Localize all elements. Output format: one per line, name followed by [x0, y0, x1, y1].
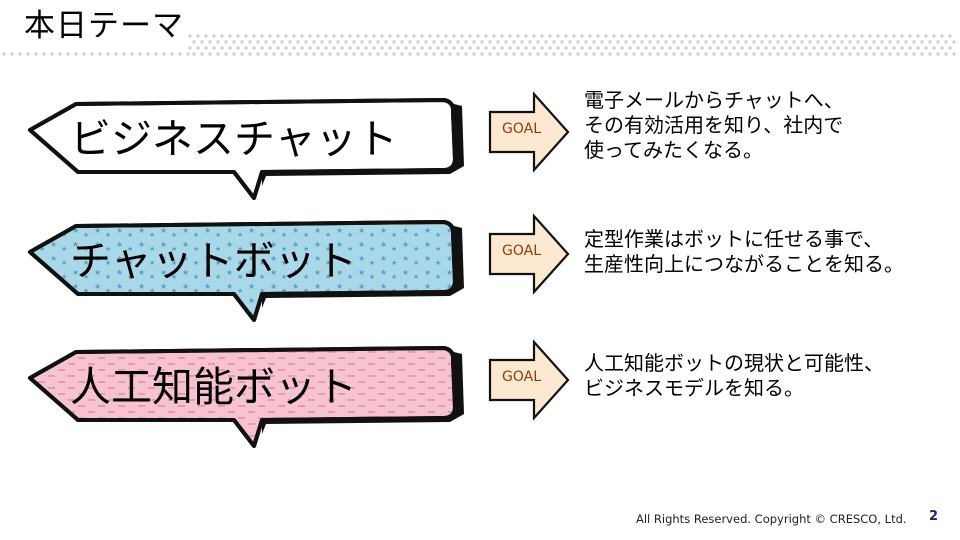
goal-description-line: ビジネスモデルを知る。 — [584, 376, 804, 400]
theme-row-business-chat: ビジネスチャット GOAL 電子メールからチャットへ、 その有効活用を知り、社内… — [0, 88, 960, 208]
theme-label: チャットボット — [70, 237, 357, 285]
goal-label: GOAL — [502, 369, 541, 385]
goal-description-line: 定型作業はボットに任せる事で、 — [584, 227, 884, 251]
slide-title: 本日テーマ — [24, 8, 184, 44]
goal-description: 定型作業はボットに任せる事で、 生産性向上につながることを知る。 — [584, 227, 904, 277]
theme-label: ビジネスチャット — [70, 115, 398, 163]
goal-arrow-icon — [488, 213, 570, 295]
goal-description: 人工知能ボットの現状と可能性、 ビジネスモデルを知る。 — [584, 351, 884, 401]
theme-row-ai-bot: 人工知能ボット GOAL 人工知能ボットの現状と可能性、 ビジネスモデルを知る。 — [0, 336, 960, 456]
theme-label: 人工知能ボット — [70, 363, 357, 411]
goal-description: 電子メールからチャットへ、 その有効活用を知り、社内で 使ってみたくなる。 — [584, 88, 844, 163]
goal-description-line: その有効活用を知り、社内で — [584, 113, 844, 137]
goal-arrow-icon — [488, 339, 570, 421]
goal-label: GOAL — [502, 121, 541, 137]
speech-bubble-shape: ★ ★ — [28, 220, 464, 322]
goal-arrow-icon — [488, 91, 570, 173]
goal-label: GOAL — [502, 243, 541, 259]
page-number: 2 — [929, 509, 939, 524]
speech-bubble-shape — [28, 346, 464, 448]
title-dotted-underline — [2, 34, 956, 56]
goal-description-line: 電子メールからチャットへ、 — [584, 88, 844, 112]
goal-description-line: 使ってみたくなる。 — [584, 138, 763, 162]
theme-row-chatbot: ★ ★ チャットボット GOAL 定型作業はボットに任せる事で、 生産性向上につ… — [0, 210, 960, 330]
goal-description-line: 人工知能ボットの現状と可能性、 — [584, 351, 884, 375]
copyright-footer: All Rights Reserved. Copyright © CRESCO,… — [636, 512, 907, 526]
goal-description-line: 生産性向上につながることを知る。 — [584, 252, 904, 276]
speech-bubble-shape — [28, 98, 464, 200]
